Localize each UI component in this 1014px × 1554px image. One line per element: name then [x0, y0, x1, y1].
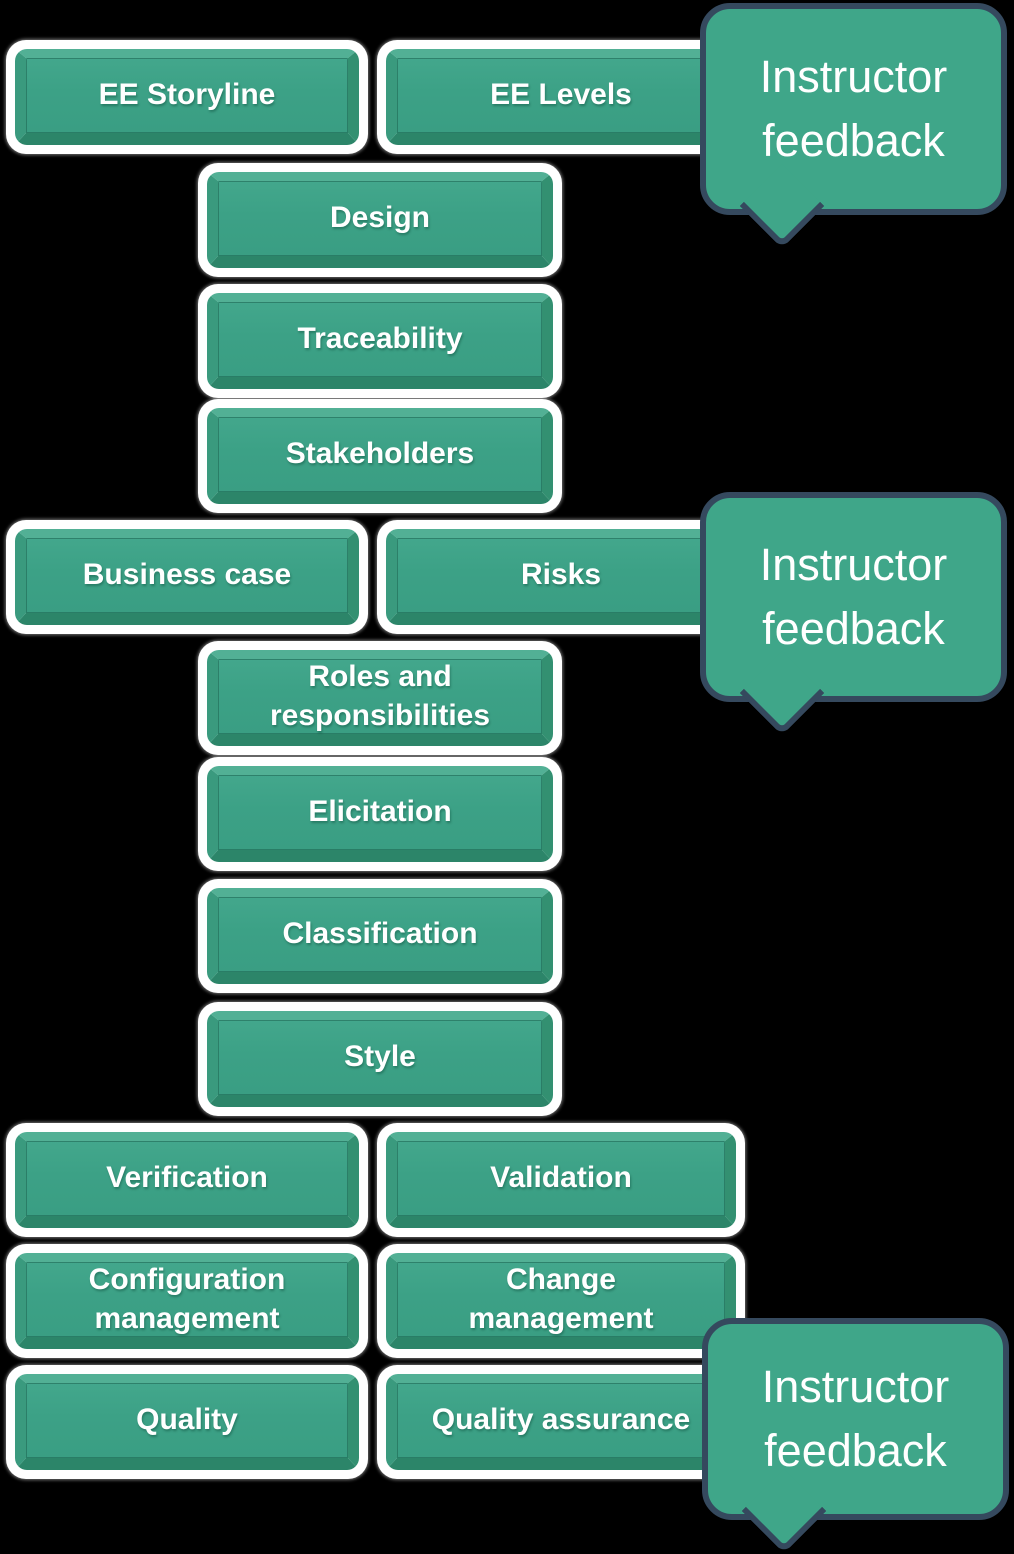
topic-box-label: Change management — [468, 1263, 654, 1335]
callout-tail — [739, 650, 825, 736]
topic-box-face: Classification — [207, 888, 553, 984]
topic-box-configuration-management: Configuration management — [6, 1244, 368, 1358]
topic-box-label: Validation — [490, 1161, 632, 1195]
topic-box-change-management: Change management — [377, 1244, 745, 1358]
topic-box-quality-assurance: Quality assurance — [377, 1365, 745, 1479]
instructor-feedback-callout-bottom: Instructor feedback — [702, 1318, 1009, 1554]
topic-box-face: Traceability — [207, 293, 553, 389]
topic-box-face: Roles and responsibilities — [207, 650, 553, 746]
topic-box-label: Verification — [106, 1161, 268, 1195]
topic-box-business-case: Business case — [6, 520, 368, 634]
topic-box-label: Elicitation — [308, 795, 452, 829]
topic-box-label: Risks — [520, 558, 602, 592]
callout-text: Instructor feedback — [759, 539, 948, 654]
instructor-feedback-callout-top: Instructor feedback — [700, 3, 1007, 249]
topic-box-traceability: Traceability — [198, 284, 562, 398]
topic-box-label: Traceability — [297, 322, 463, 356]
topic-box-stakeholders: Stakeholders — [198, 399, 562, 513]
topic-box-label: Quality assurance — [431, 1403, 691, 1437]
topic-box-face: Stakeholders — [207, 408, 553, 504]
topic-box-face: Validation — [386, 1132, 736, 1228]
topic-box-quality: Quality — [6, 1365, 368, 1479]
topic-box-face: Business case — [15, 529, 359, 625]
topic-box-face: Quality assurance — [386, 1374, 736, 1470]
topic-box-face: Style — [207, 1011, 553, 1107]
topic-box-face: Quality — [15, 1374, 359, 1470]
instructor-feedback-callout-middle: Instructor feedback — [700, 492, 1007, 736]
topic-box-elicitation: Elicitation — [198, 757, 562, 871]
topic-box-classification: Classification — [198, 879, 562, 993]
topic-box-risks: Risks — [377, 520, 745, 634]
topic-box-validation: Validation — [377, 1123, 745, 1237]
topic-box-label: Quality — [136, 1403, 238, 1437]
topic-box-style: Style — [198, 1002, 562, 1116]
topic-box-label: Classification — [282, 917, 478, 951]
topic-box-face: Configuration management — [15, 1253, 359, 1349]
callout-text: Instructor feedback — [759, 51, 948, 166]
topic-box-label: Style — [344, 1040, 416, 1074]
topic-box-face: Design — [207, 172, 553, 268]
topic-box-label: Design — [329, 201, 431, 235]
topic-box-label: EE Levels — [490, 78, 632, 112]
topic-box-face: Verification — [15, 1132, 359, 1228]
topic-box-face: Risks — [386, 529, 736, 625]
topic-box-roles-responsibilities: Roles and responsibilities — [198, 641, 562, 755]
topic-box-face: Elicitation — [207, 766, 553, 862]
topic-box-verification: Verification — [6, 1123, 368, 1237]
topic-box-face: EE Levels — [386, 49, 736, 145]
callout-text: Instructor feedback — [761, 1361, 950, 1476]
topic-box-ee-levels: EE Levels — [377, 40, 745, 154]
topic-box-label: EE Storyline — [98, 78, 276, 112]
topic-box-label: Roles and responsibilities — [269, 660, 491, 732]
topic-box-ee-storyline: EE Storyline — [6, 40, 368, 154]
topic-box-face: Change management — [386, 1253, 736, 1349]
topic-box-design: Design — [198, 163, 562, 277]
topic-box-label: Stakeholders — [285, 437, 475, 471]
topic-box-label: Configuration management — [88, 1263, 286, 1335]
topic-box-label: Business case — [82, 558, 292, 592]
callout-tail — [739, 163, 825, 249]
topic-box-face: EE Storyline — [15, 49, 359, 145]
